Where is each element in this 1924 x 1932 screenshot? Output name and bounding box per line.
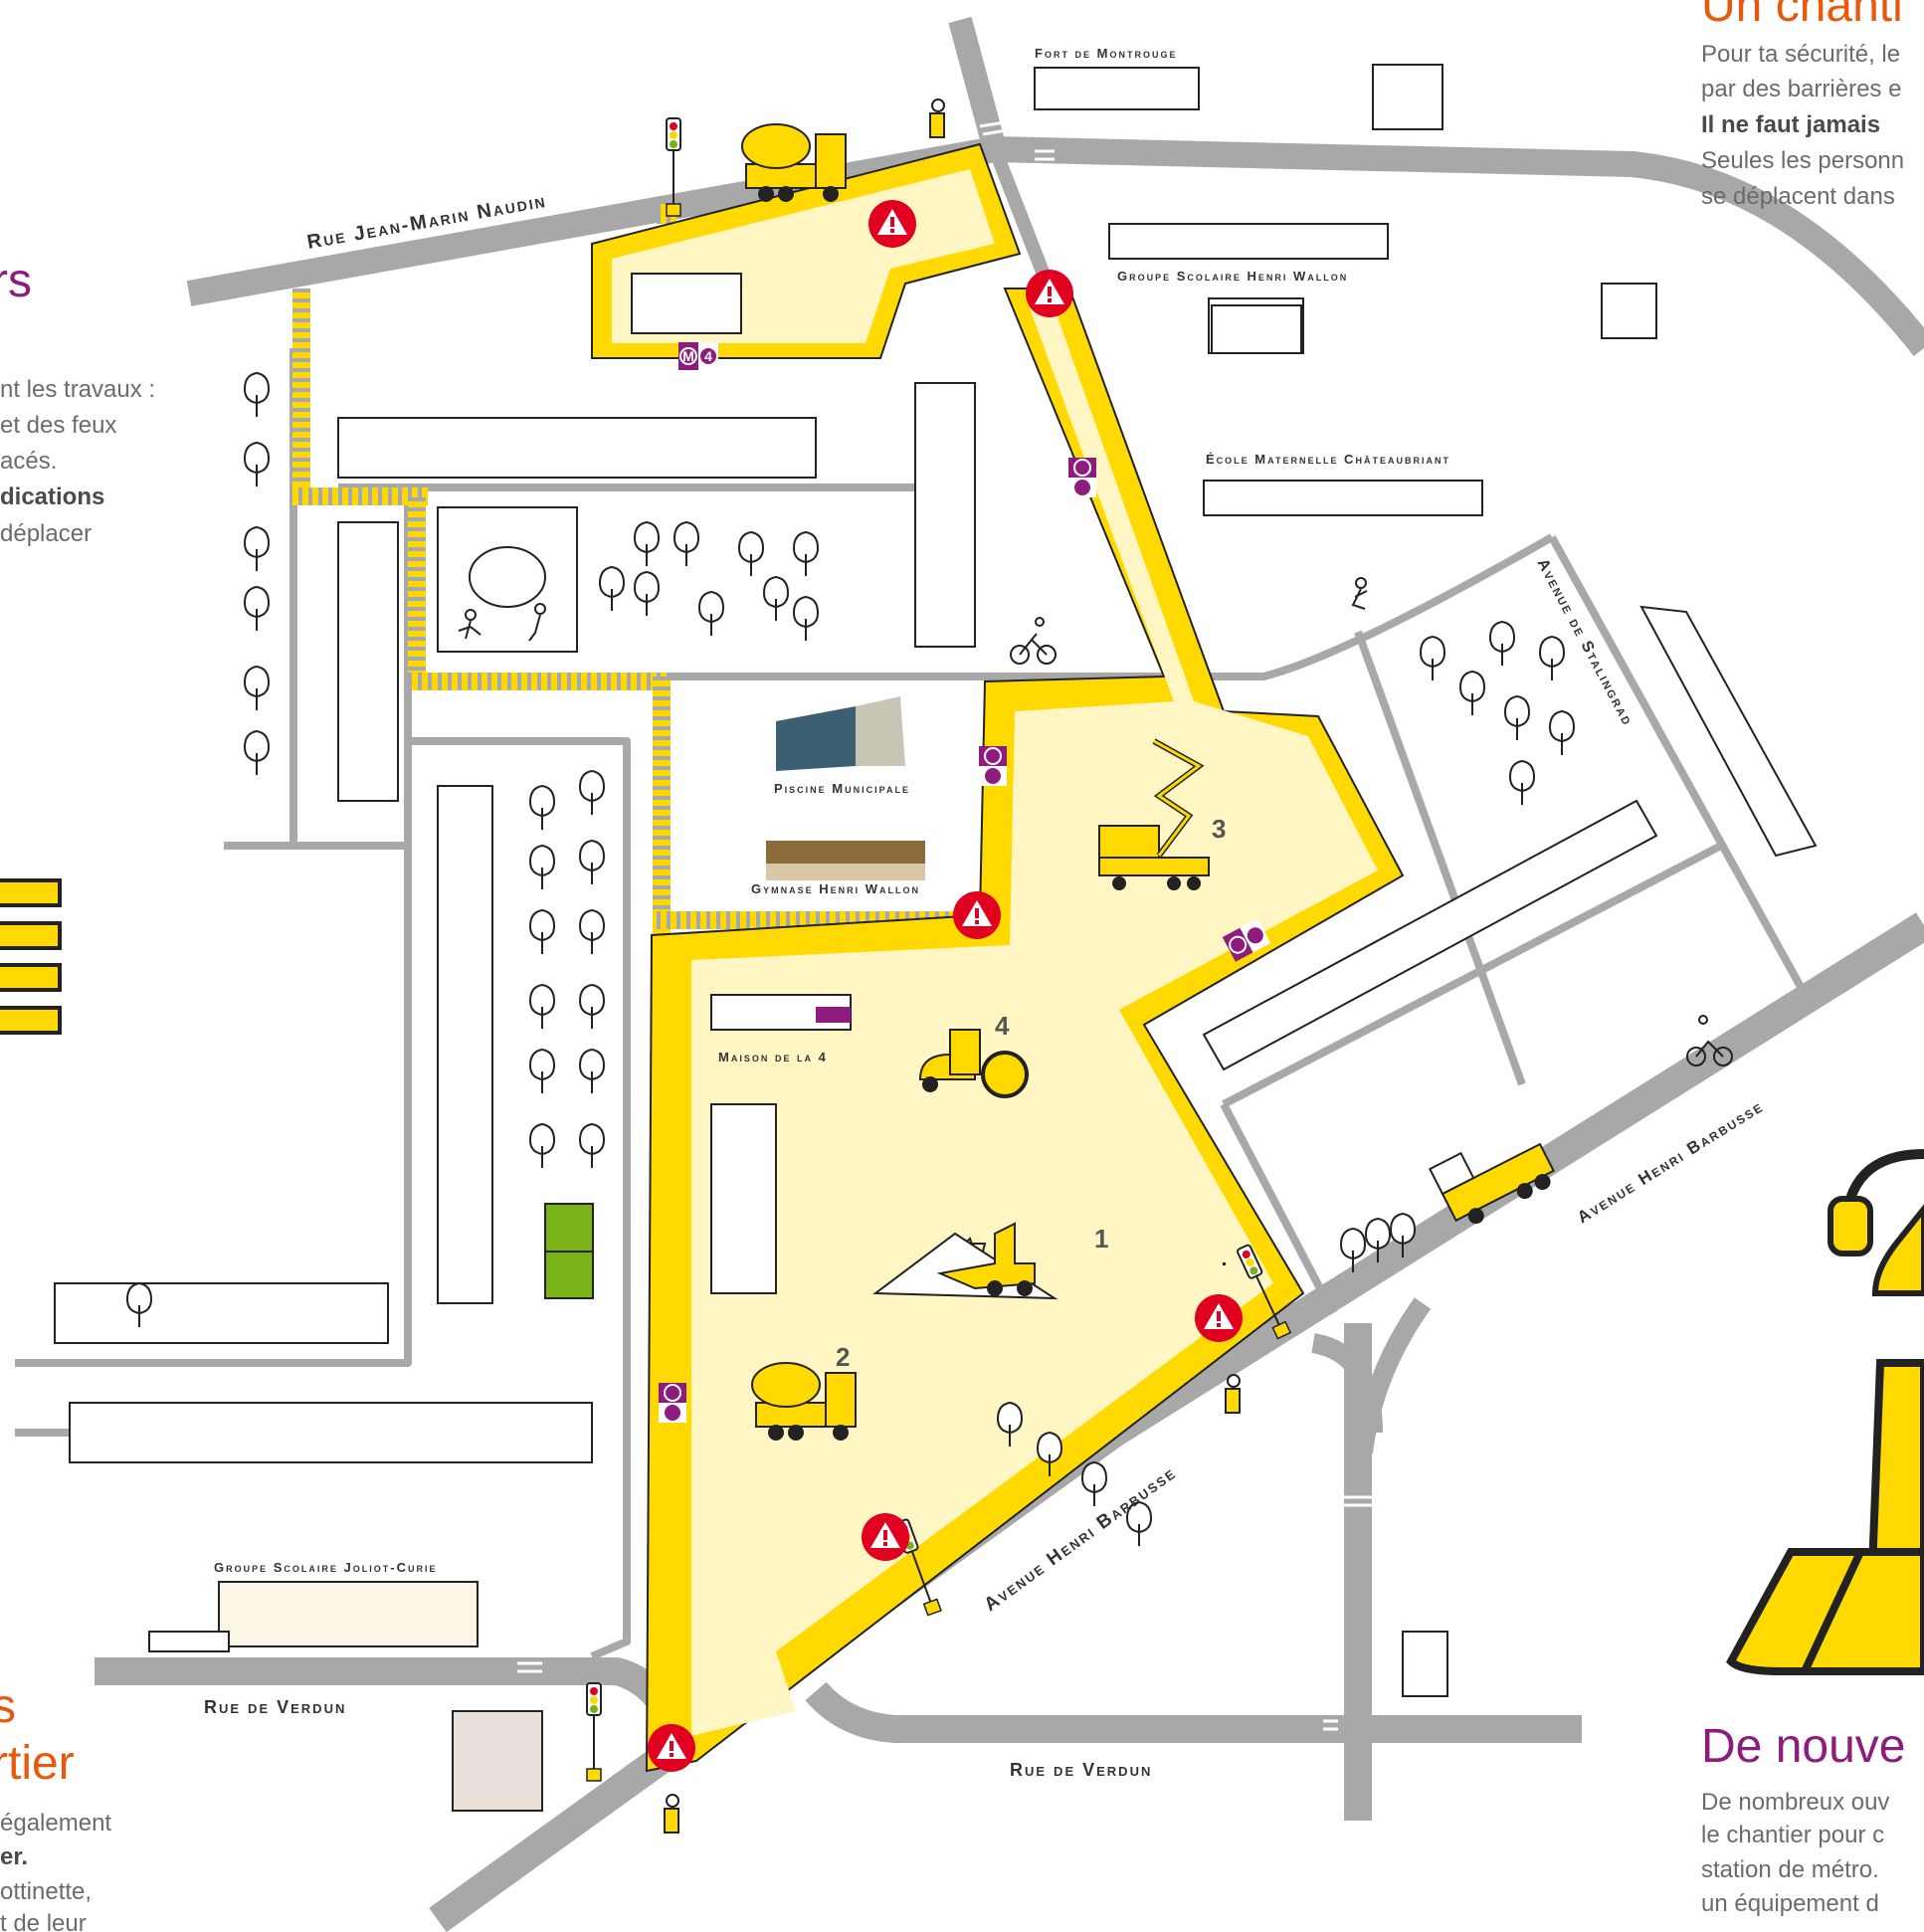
road-jean-marin-naudin xyxy=(186,136,998,306)
worker-icon xyxy=(929,98,945,138)
metro-line: 4 xyxy=(704,348,712,364)
place-labels: Fort de Montrouge Groupe Scolaire Henri … xyxy=(214,46,1450,1575)
football-players-icon xyxy=(458,603,546,642)
site-number-1: 1 xyxy=(1094,1224,1108,1254)
road-right-access2 xyxy=(1222,842,1723,1108)
road-stalingrad-axis xyxy=(1548,535,1815,1007)
street-label-verdun-right: Rue de Verdun xyxy=(1010,1760,1152,1780)
crosswalks xyxy=(517,120,1373,1731)
left-line-3: acés. xyxy=(0,448,58,475)
street-label-verdun-left: Rue de Verdun xyxy=(204,1697,346,1717)
place-label-piscine: Piscine Municipale xyxy=(774,781,910,796)
machinery xyxy=(741,123,1210,1442)
right-line-5: se déplacent dans xyxy=(1701,183,1895,210)
pool-gym xyxy=(766,696,925,880)
metro-letter: M xyxy=(682,348,694,364)
bicycle-icon xyxy=(1010,617,1057,665)
bicycle-icon-2 xyxy=(1686,1015,1733,1066)
worker-icon-3 xyxy=(664,1794,679,1834)
road-right-access3 xyxy=(1220,1102,1337,1315)
site-number-3: 3 xyxy=(1212,814,1226,844)
site-number-4: 4 xyxy=(995,1011,1010,1041)
road-verdun-right xyxy=(805,1681,1582,1743)
left-heading-bottom-2: rtier xyxy=(0,1737,75,1790)
road-mid-east xyxy=(413,533,1554,680)
right-heading-top: Un chanti xyxy=(1701,0,1903,32)
left-heading-bottom-1: s xyxy=(0,1680,16,1733)
sports-areas xyxy=(437,304,1302,1299)
loader-1 xyxy=(872,1222,1058,1300)
place-label-gymnase: Gymnase Henri Wallon xyxy=(751,881,920,896)
road-inner-mid2 xyxy=(408,737,631,1660)
roller-4 xyxy=(918,1029,1029,1098)
left-line-5: déplacer xyxy=(0,520,93,547)
truck-barbusse xyxy=(1428,1142,1555,1225)
left-line-4: dications xyxy=(0,483,105,510)
pedestrian-icon xyxy=(1351,577,1368,610)
place-label-fort: Fort de Montrouge xyxy=(1035,46,1178,61)
place-label-maison4: Maison de la 4 xyxy=(718,1050,828,1064)
metro-badges xyxy=(658,341,1272,1424)
right-bottom-line-2: le chantier pour c xyxy=(1701,1822,1885,1848)
safety-equipment xyxy=(1726,1149,1924,1675)
left-bottom-line-4: t de leur xyxy=(0,1910,87,1932)
right-line-2: par des barrières e xyxy=(1701,76,1902,102)
pedestrian-paths xyxy=(292,204,961,935)
barrier-legend xyxy=(0,878,62,1035)
right-line-4: Seules les personn xyxy=(1701,147,1905,174)
road-top-east xyxy=(994,136,1924,357)
place-label-chateaubriant: École Maternelle Châteaubriant xyxy=(1206,452,1450,467)
worker-icon-2 xyxy=(1225,1374,1241,1414)
right-bottom-line-4: un équipement d xyxy=(1701,1890,1879,1917)
place-label-joliot: Groupe Scolaire Joliot-Curie xyxy=(214,1560,437,1575)
right-line-1: Pour ta sécurité, le xyxy=(1701,41,1901,68)
road-inner-mid xyxy=(15,497,412,1367)
right-heading-bottom: De nouve xyxy=(1701,1720,1906,1773)
left-bottom-line-1: également xyxy=(0,1810,112,1836)
right-bottom-line-3: station de métro. xyxy=(1701,1856,1879,1883)
site-number-2: 2 xyxy=(836,1342,850,1372)
pictograms xyxy=(458,98,1733,1834)
buildings xyxy=(54,64,1818,1812)
metro-badge-labels: M 4 xyxy=(682,348,712,364)
right-line-3: Il ne faut jamais xyxy=(1701,111,1881,138)
left-heading-top: rs xyxy=(0,255,32,307)
right-bottom-line-1: De nombreux ouv xyxy=(1701,1789,1890,1816)
place-label-wallon-school: Groupe Scolaire Henri Wallon xyxy=(1117,269,1348,284)
left-line-1: nt les travaux : xyxy=(0,376,156,403)
right-panel: Un chanti Pour ta sécurité, le par des b… xyxy=(1696,0,1924,1932)
left-bottom-line-2: er. xyxy=(0,1843,29,1870)
road-curve-right2 xyxy=(1353,1297,1432,1454)
crane-3 xyxy=(1098,738,1210,890)
road-north-spur xyxy=(948,16,1007,153)
left-bottom-line-3: ottinette, xyxy=(0,1878,93,1905)
road-right-access xyxy=(1354,630,1526,1086)
site-numbers: 1 2 3 4 xyxy=(836,814,1226,1372)
left-line-2: et des feux xyxy=(0,412,117,439)
